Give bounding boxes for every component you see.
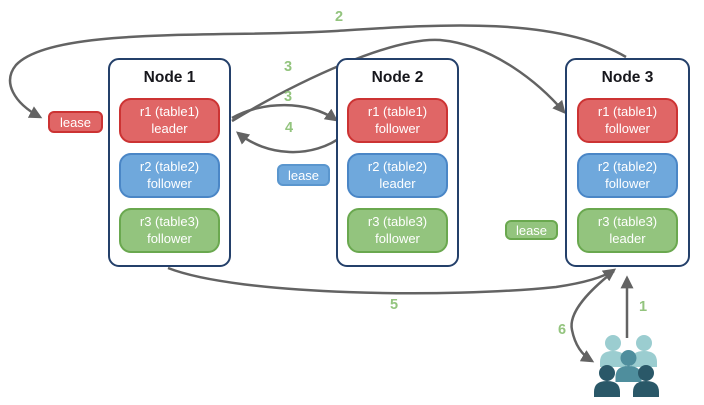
arrow-step-2 [8, 24, 627, 119]
replica-role: follower [605, 120, 650, 136]
step-label-4: 4 [284, 120, 294, 136]
lease-badge-r2: lease [277, 164, 330, 186]
node-3-title: Node 3 [601, 69, 654, 86]
replica-name: r1 (table1) [367, 103, 428, 119]
node-2-replica-r3: r3 (table3) follower [347, 208, 448, 253]
node-3-replica-r2: r2 (table2) follower [577, 153, 678, 198]
step-label-6: 6 [557, 322, 567, 338]
lease-badge-r3: lease [505, 220, 558, 240]
replica-role: follower [375, 120, 420, 136]
node-1: Node 1 r1 (table1) leader r2 (table2) fo… [108, 58, 231, 267]
user-middle-body [615, 366, 642, 382]
replica-role: follower [375, 230, 420, 246]
replica-name: r1 (table1) [139, 103, 200, 119]
user-back-left-body [600, 351, 626, 367]
arrow-step-6 [570, 270, 615, 363]
arrow-step-3-to-node2 [231, 103, 339, 122]
replica-name: r1 (table1) [597, 103, 658, 119]
node-2-replica-r1: r1 (table1) follower [347, 98, 448, 143]
step-label-3a: 3 [283, 59, 293, 75]
replica-name: r3 (table3) [597, 213, 658, 229]
step-label-3b: 3 [283, 89, 293, 105]
node-1-replica-r3: r3 (table3) follower [119, 208, 220, 253]
user-back-right-head [636, 335, 652, 351]
node-3-replica-r3: r3 (table3) leader [577, 208, 678, 253]
node-1-replica-r2: r2 (table2) follower [119, 153, 220, 198]
step-label-5: 5 [389, 297, 399, 313]
user-front-left-body [594, 381, 620, 397]
lease-badge-r1: lease [48, 111, 103, 133]
user-front-left-head [599, 365, 615, 381]
node-3: Node 3 r1 (table1) follower r2 (table2) … [565, 58, 690, 267]
node-2-replica-r2: r2 (table2) leader [347, 153, 448, 198]
user-back-right-body [631, 351, 657, 367]
replica-role: leader [609, 230, 646, 246]
replica-role: leader [151, 120, 188, 136]
replica-name: r2 (table2) [367, 158, 428, 174]
user-front-right-body [633, 381, 659, 397]
users-icon [594, 335, 659, 397]
replica-name: r3 (table3) [367, 213, 428, 229]
replica-role: leader [379, 175, 416, 191]
user-back-left-head [605, 335, 621, 351]
replica-role: follower [147, 175, 192, 191]
node-1-replica-r1: r1 (table1) leader [119, 98, 220, 143]
replica-name: r2 (table2) [597, 158, 658, 174]
node-2-title: Node 2 [371, 69, 424, 86]
node-3-replica-r1: r1 (table1) follower [577, 98, 678, 143]
arrow-step-5 [167, 266, 617, 295]
replica-role: follower [147, 230, 192, 246]
step-label-1: 1 [638, 299, 648, 315]
arrow-step-4 [235, 131, 345, 154]
node-1-title: Node 1 [143, 69, 196, 86]
replica-name: r2 (table2) [139, 158, 200, 174]
user-front-right-head [638, 365, 654, 381]
arrow-step-3-to-node3 [231, 38, 566, 123]
replica-role: follower [605, 175, 650, 191]
user-middle-head [620, 350, 637, 366]
step-label-2: 2 [334, 9, 344, 25]
replica-name: r3 (table3) [139, 213, 200, 229]
node-2: Node 2 r1 (table1) follower r2 (table2) … [336, 58, 459, 267]
